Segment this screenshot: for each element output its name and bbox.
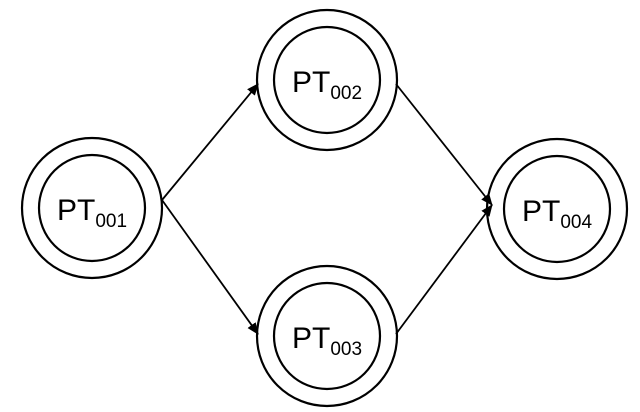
- node-pt004: PT004: [487, 139, 627, 279]
- node-label-subscript: 001: [95, 211, 127, 232]
- edge-pt001-to-pt002: [162, 84, 258, 200]
- edge-pt003-to-pt004: [396, 205, 492, 334]
- node-label-prefix: PT: [292, 66, 330, 99]
- node-label: PT002: [292, 66, 362, 104]
- node-label: PT001: [57, 194, 127, 232]
- node-pt001: PT001: [22, 138, 162, 278]
- edge-pt001-to-pt003: [162, 200, 258, 334]
- node-label-prefix: PT: [522, 195, 560, 228]
- node-label: PT004: [522, 195, 592, 233]
- node-label-subscript: 003: [330, 339, 362, 360]
- node-label-prefix: PT: [57, 194, 95, 227]
- node-label-subscript: 002: [330, 83, 362, 104]
- node-label-prefix: PT: [292, 322, 330, 355]
- node-pt003: PT003: [257, 266, 397, 406]
- node-label: PT003: [292, 322, 362, 360]
- node-label-subscript: 004: [560, 212, 592, 233]
- node-pt002: PT002: [257, 10, 397, 150]
- edge-pt002-to-pt004: [396, 84, 492, 205]
